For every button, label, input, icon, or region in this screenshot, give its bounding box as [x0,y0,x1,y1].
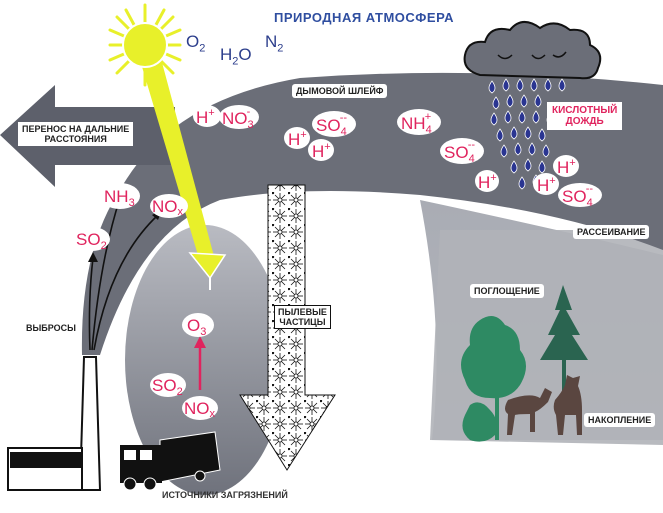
emission-nh3: NH3 [104,187,135,209]
ion-h-plus: H+ [196,107,215,127]
raindrop [496,128,504,142]
raindrop [518,176,526,190]
raindrop [544,78,552,92]
label-dispersion: РАССЕИВАНИЕ [573,225,650,239]
emission-nox: NOx [152,197,184,218]
raindrop [488,80,496,94]
raindrop [504,110,512,124]
deciduous-tree-icon [461,316,526,442]
raindrop [538,160,546,174]
raindrop [502,78,510,92]
label-accumulation: НАКОПЛЕНИЕ [584,413,656,427]
raindrop [530,78,538,92]
ion-so4: SO4-- [562,183,593,209]
raindrop [506,94,514,108]
label-emissions: ВЫБРОСЫ [26,323,76,333]
raindrop [492,96,500,110]
raindrop [510,160,518,174]
vehicle-emissions-cloud [125,225,285,495]
label-smoke-plume: ДЫМОВОЙ ШЛЕЙФ [292,84,388,98]
ion-h-plus: H+ [312,141,331,161]
sun-icon [108,3,182,87]
raindrop [528,142,536,156]
ion-so4: SO4-- [444,139,475,165]
rain-cloud-icon [463,21,602,80]
gas-o2: O2 [186,32,206,55]
factory-icon [7,356,102,491]
label-absorption: ПОГЛОЩЕНИЕ [470,284,544,298]
raindrop [518,110,526,124]
emission-arrows [88,197,159,351]
ion-nh4: NH4+ [401,111,432,136]
ion-h-plus: H+ [537,175,556,195]
raindrop [516,78,524,92]
deer-icon [505,375,582,435]
ion-so4: SO4-- [316,112,347,138]
sunlight-beam [140,55,215,262]
raindrop [490,112,498,126]
gas-h2o: H2O [220,45,252,68]
ion-h-plus: H+ [288,129,307,149]
vehicle-nox: NOx [184,399,216,420]
raindrop [558,78,566,92]
sunlight-arrowhead [188,252,227,280]
raindrop [538,128,546,142]
raindrop [524,126,532,140]
label-pollution-sources: ИСТОЧНИКИ ЗАГРЯЗНЕНИЙ [162,490,288,500]
vehicle-so2: SO2 [152,376,183,398]
raindrop [500,144,508,158]
raindrop [524,158,532,172]
raindrop [520,94,528,108]
ozone-o3: O3 [187,316,206,338]
acid-raindrops [488,78,566,190]
raindrop [514,142,522,156]
raindrop [510,126,518,140]
emission-so2: SO2 [76,230,107,252]
ion-bubbles [74,105,602,420]
ion-h-plus: H+ [557,157,576,177]
ion-no3: NO3- [222,106,254,131]
raindrop [532,110,540,124]
gas-n2: N2 [265,32,284,55]
pine-tree-icon [540,285,588,405]
truck-icon [120,431,221,491]
raindrop [542,144,550,158]
diagram-title: ПРИРОДНАЯ АТМОСФЕРА [274,10,454,25]
raindrop [534,94,542,108]
ion-h-plus: H+ [478,172,497,192]
